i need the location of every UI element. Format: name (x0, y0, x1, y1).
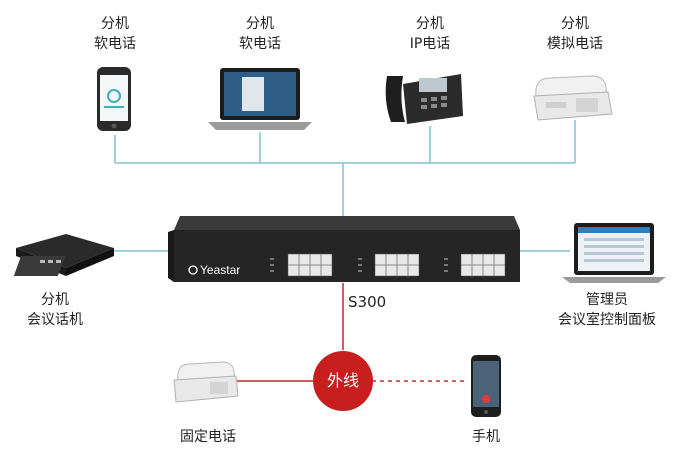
landline-phone-icon (173, 361, 239, 403)
softphone-laptop-label: 分机软电话 (239, 16, 281, 52)
trunk-circle: 外线 (313, 351, 373, 411)
landline-label: 固定电话 (180, 429, 236, 445)
conference-phone-icon (13, 234, 114, 276)
analog-phone-icon (533, 75, 613, 121)
pbx-model-label: S300 (348, 293, 387, 311)
laptop-icon (562, 223, 666, 283)
admin-panel-label: 管理员会议室控制面板 (558, 292, 656, 328)
pbx-brand: Yeastar (200, 263, 240, 277)
analog-phone-label: 分机模拟电话 (547, 16, 603, 52)
conference-phone-label: 分机会议话机 (27, 292, 83, 328)
smartphone-icon (471, 355, 501, 417)
laptop-icon (208, 68, 312, 130)
softphone-mobile-label: 分机软电话 (94, 16, 136, 52)
yeastar-logo-icon (188, 265, 198, 275)
smartphone-icon (97, 67, 131, 131)
mobile-label: 手机 (472, 429, 500, 445)
ip-desk-phone-icon (385, 74, 463, 124)
pbx-device: Yeastar (168, 216, 520, 282)
